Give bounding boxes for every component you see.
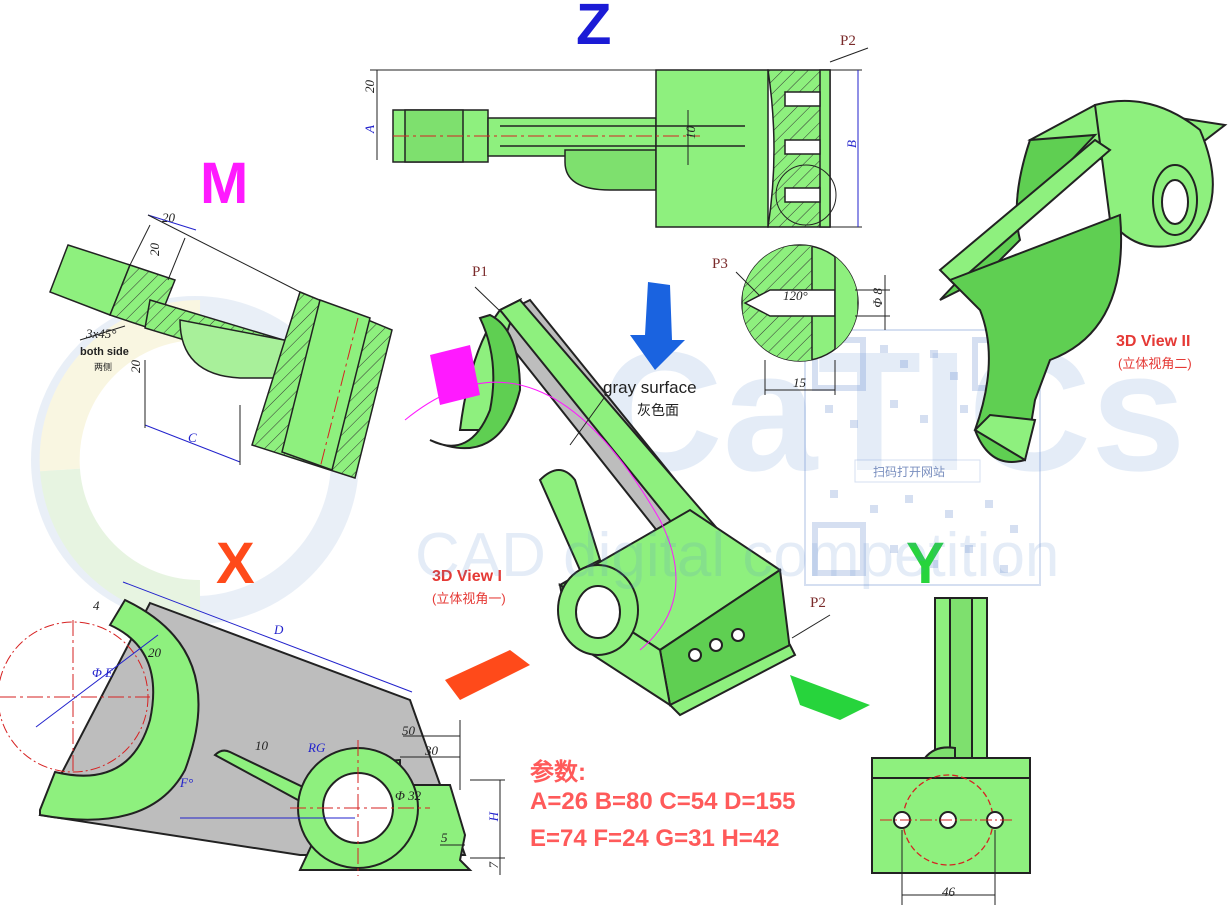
dim-x-h: H [486,812,501,822]
both-side-label: both side [80,346,129,358]
dim-x-f: F° [180,775,194,790]
iso-view-2 [938,99,1228,463]
dim-z-20: 20 [362,80,377,93]
view2-title: 3D View II [1116,333,1191,350]
dim-x-rg: RG [308,740,326,755]
dim-z-a: A [362,125,377,133]
dim-x-d: D [274,622,284,637]
z-view-dims [370,47,869,228]
dim-x-5: 5 [441,830,448,845]
dim-x-7: 7 [486,862,501,869]
z-view [392,69,837,228]
y-view-label: Y [906,531,945,596]
z-view-label: Z [576,0,612,57]
dim-m-20c: 20 [128,360,143,373]
dim-y-46: 46 [942,884,955,899]
watermark-text: CAD digital competition [415,521,1060,590]
p3-label: P3 [712,256,728,272]
m-view-dims [79,214,301,465]
parameters-line-1: A=26 B=80 C=54 D=155 [530,788,796,815]
dim-z-b: B [844,140,859,148]
dim-x-30: 30 [425,743,438,758]
dim-x-phi32: Φ 32 [395,788,422,803]
gray-surface-cn-label: 灰色面 [637,402,679,418]
view2-subtitle: (立体视角二) [1118,356,1192,371]
p2-label-top: P2 [840,33,856,49]
dim-x-50: 50 [402,723,415,738]
dim-z-15: 15 [793,375,806,390]
x-view-dims [35,581,505,875]
parameters-line-2: E=74 F=24 G=31 H=42 [530,825,780,852]
iso-arrows [430,282,870,720]
dim-m-20a: 20 [162,210,175,225]
svg-text:CaTICs: CaTICs [600,317,1186,507]
dim-x-phie: Φ E [92,665,114,680]
dim-m-c: C [188,430,197,445]
dim-x-4: 4 [93,598,100,613]
angle-label: 120° [783,288,808,303]
gray-surface-label: gray surface [603,378,697,397]
qr-caption: 扫码打开网站 [873,465,946,479]
dim-z-10: 10 [683,126,698,139]
chamfer-label: 3x45° [86,326,117,341]
view1-subtitle: (立体视角一) [432,591,506,606]
both-side-cn-label: 两侧 [94,362,113,372]
dim-x-10: 10 [255,738,268,753]
p2-label-iso: P2 [810,595,826,611]
m-view [49,244,393,479]
parameters-title: 参数: [530,759,586,786]
y-view [871,597,1031,905]
phi8-label: Φ 8 [870,288,885,308]
x-view [0,598,473,876]
x-view-label: X [216,531,255,596]
iso-view-1 [404,286,831,717]
m-view-label: M [200,151,249,216]
view1-title: 3D View I [432,568,502,585]
dim-m-20b: 20 [147,243,162,256]
p1-label: P1 [472,264,488,280]
dim-x-20: 20 [148,645,161,660]
